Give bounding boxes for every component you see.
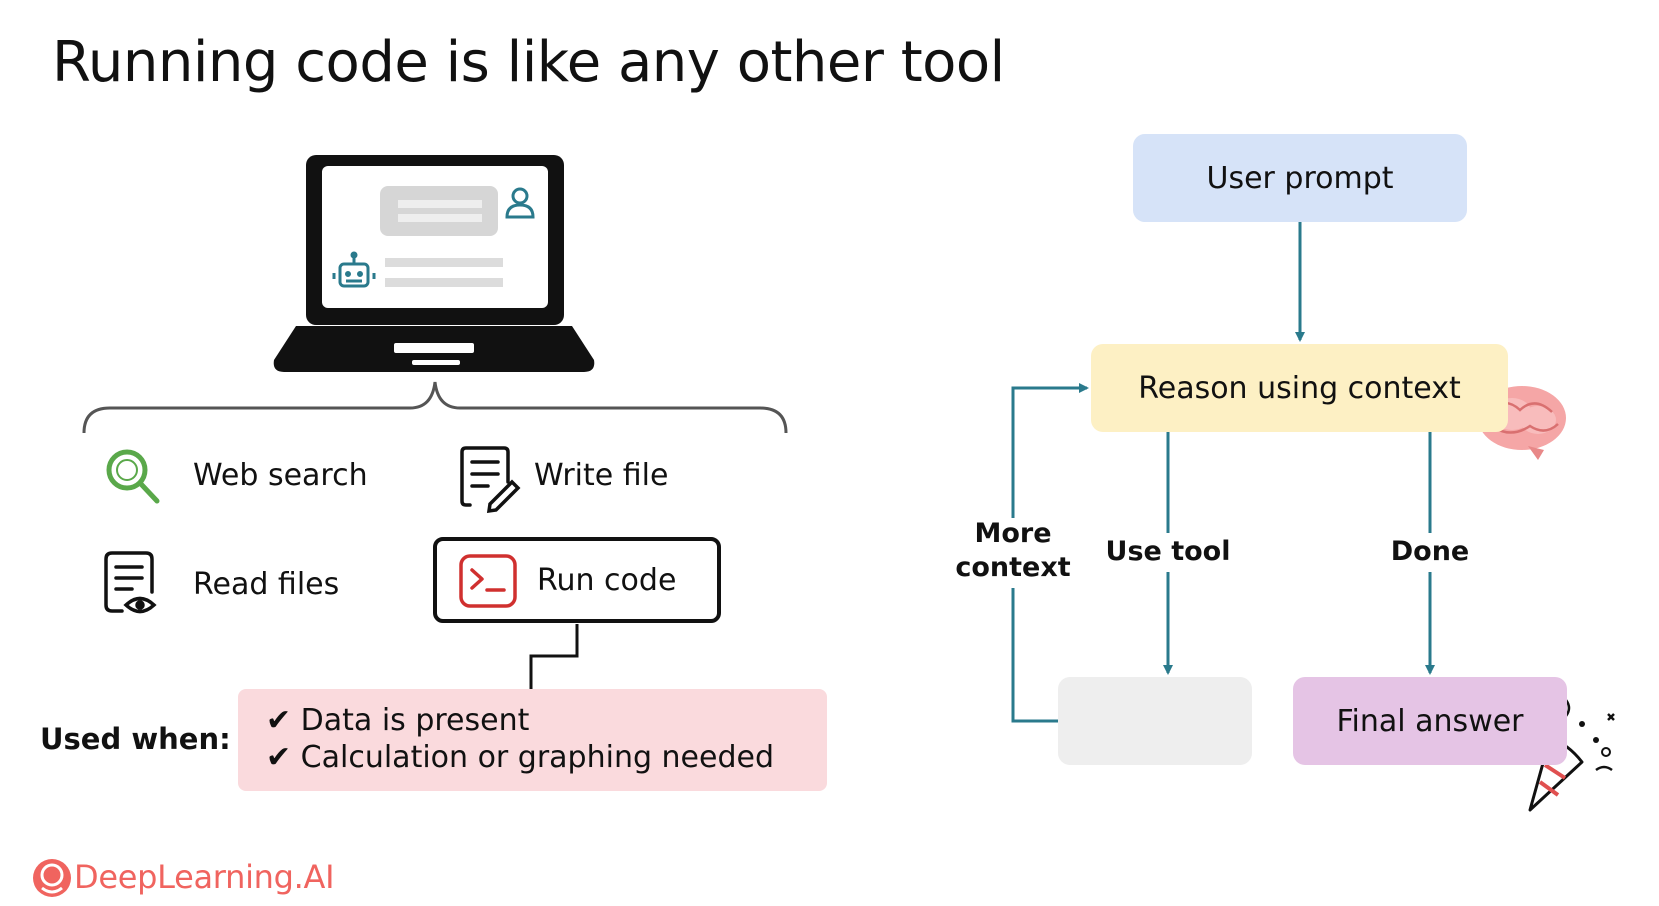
write-file-icon	[460, 446, 521, 514]
final-answer-label: Final answer	[1336, 703, 1524, 739]
read-files-label: Read files	[193, 567, 340, 602]
page-title: Running code is like any other tool	[52, 30, 1005, 95]
reason-box: Reason using context	[1091, 344, 1508, 432]
used-when-item: ✔ Data is present	[266, 703, 530, 738]
logo-icon	[33, 859, 71, 897]
user-prompt-label: User prompt	[1206, 160, 1394, 196]
run-code-connector	[529, 624, 579, 689]
read-file-icon	[104, 551, 157, 614]
arrow-more-context-upper	[1011, 383, 1089, 518]
brain-icon	[1478, 386, 1566, 460]
final-answer-box: Final answer	[1293, 677, 1567, 765]
more-context-line2: context	[955, 552, 1071, 583]
laptop-icon	[273, 155, 595, 372]
more-context-label: More context	[952, 517, 1074, 585]
used-when-panel: ✔ Data is present ✔ Calculation or graph…	[238, 689, 827, 791]
user-icon	[505, 187, 535, 219]
run-code-box: Run code	[433, 537, 721, 623]
logo-text: DeepLearning.AI	[74, 858, 335, 896]
web-search-label: Web search	[193, 458, 368, 493]
brace	[82, 381, 788, 434]
use-tool-label: Use tool	[1105, 536, 1231, 567]
search-icon	[106, 449, 160, 504]
more-context-line1: More	[974, 518, 1052, 549]
tools-box	[1058, 677, 1252, 765]
terminal-icon	[459, 554, 517, 608]
done-label: Done	[1390, 536, 1470, 567]
used-when-label: Used when:	[40, 722, 231, 756]
used-when-item: ✔ Calculation or graphing needed	[266, 740, 775, 775]
user-prompt-box: User prompt	[1133, 134, 1467, 222]
robot-icon	[332, 251, 376, 288]
run-code-label: Run code	[537, 563, 677, 598]
reason-label: Reason using context	[1138, 370, 1461, 406]
arrow-more-context-lower	[1011, 588, 1058, 723]
write-file-label: Write file	[534, 458, 669, 493]
